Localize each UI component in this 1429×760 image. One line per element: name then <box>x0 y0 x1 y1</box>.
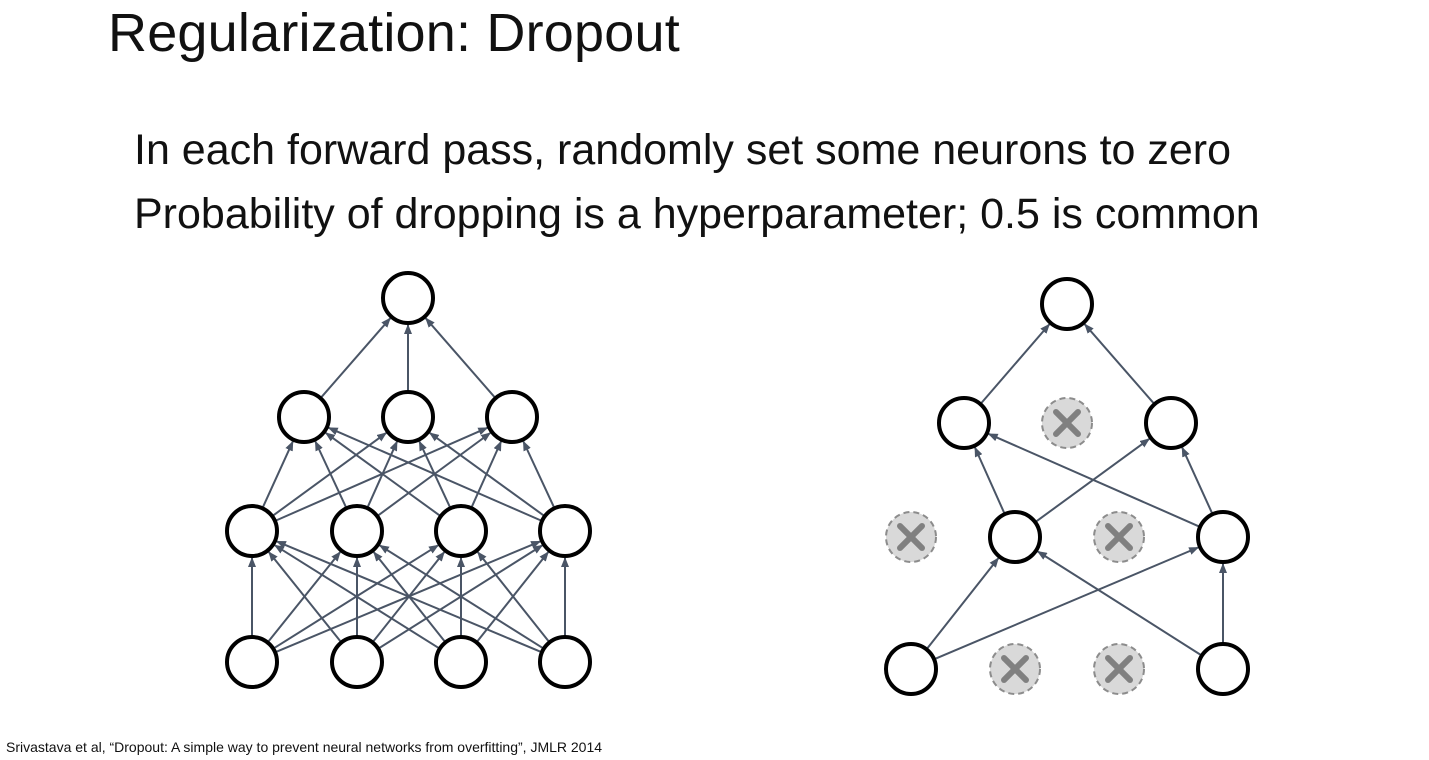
full-network-neuron-l1n2 <box>434 504 488 558</box>
full-network-edge-l1n3-to-l2n1 <box>428 432 546 518</box>
dropout-network-dropped-x-icon-l1n2-1 <box>1105 523 1133 551</box>
dropout-network-edge-l0n3-to-l1n1 <box>1036 550 1203 657</box>
full-network-neuron-l1n3 <box>538 504 592 558</box>
full-network-neuron-l0n2 <box>434 635 488 689</box>
full-network-neuron-l0n0 <box>225 635 279 689</box>
dropout-network-neuron-l2n2 <box>1144 396 1198 450</box>
full-network-edge-l0n3-to-l1n2 <box>477 551 551 644</box>
full-network-edge-l0n2-to-l1n3 <box>475 551 549 644</box>
dropout-network-dropped-x-icon-l1n0-1 <box>897 523 925 551</box>
dropout-network-edge-l1n3-to-l2n0 <box>987 432 1201 528</box>
dropout-network-neuron-l0n0 <box>884 642 938 696</box>
full-network-neuron-l2n0 <box>277 390 331 444</box>
full-network-neuron-l1n1 <box>330 504 384 558</box>
full-network-neuron-l3n0 <box>381 271 435 325</box>
full-network-edge-l0n3-to-l1n0 <box>275 540 543 654</box>
dropout-network-edge-l1n1-to-l2n2 <box>1034 438 1151 524</box>
full-network-edge-l0n2-to-l1n0 <box>274 544 441 650</box>
full-network-edge-l1n1-to-l2n0 <box>314 440 348 509</box>
dropout-network-edge-l0n0-to-l1n3 <box>933 546 1200 661</box>
full-network-neuron-l2n2 <box>485 390 539 444</box>
bullet-forward-pass: In each forward pass, randomly set some … <box>134 126 1232 174</box>
dropout-network-dropped-x-icon-l2n1-1 <box>1053 409 1081 437</box>
dropout-network-edge-l2n2-to-l3n0 <box>1084 323 1156 405</box>
bullet-drop-probability: Probability of dropping is a hyperparame… <box>134 190 1260 238</box>
dropout-network-edge-l1n3-to-l2n2 <box>1181 446 1214 515</box>
dropout-network-dropped-x-icon-l0n2-1 <box>1105 655 1133 683</box>
full-network-edge-l1n0-to-l2n2 <box>274 426 489 522</box>
full-network-neuron-l0n3 <box>538 635 592 689</box>
dropout-network-edge-l1n1-to-l2n0 <box>974 446 1006 515</box>
dropout-network-neuron-l1n3 <box>1196 510 1250 564</box>
dropout-network-edge-l0n0-to-l1n1 <box>925 557 1000 651</box>
full-network-neuron-l2n1 <box>381 390 435 444</box>
citation-footnote: Srivastava et al, “Dropout: A simple way… <box>6 739 603 755</box>
full-network-edge-l0n0-to-l1n1 <box>266 551 341 644</box>
dropout-network-neuron-l3n0 <box>1040 277 1094 331</box>
full-network-edge-l1n2-to-l2n0 <box>324 432 442 518</box>
full-network-edge-l1n3-to-l2n0 <box>327 426 543 522</box>
dropout-network-neuron-l0n3 <box>1196 642 1250 696</box>
full-network-edge-l2n2-to-l3n0 <box>425 317 497 399</box>
full-network-edge-l1n3-to-l2n2 <box>522 440 556 509</box>
dropout-network-dropped-x-icon-l0n1-1 <box>1001 655 1029 683</box>
full-network-edge-l2n0-to-l3n0 <box>319 317 391 399</box>
slide-title: Regularization: Dropout <box>108 3 680 63</box>
full-network-edge-l0n1-to-l1n0 <box>268 551 343 644</box>
dropout-network-edge-l2n0-to-l3n0 <box>979 323 1051 405</box>
dropout-network-neuron-l1n1 <box>988 510 1042 564</box>
full-network-edge-l1n0-to-l2n1 <box>271 432 388 518</box>
bullet-list: In each forward pass, randomly set some … <box>134 118 1260 246</box>
full-network-edge-l1n0-to-l2n0 <box>261 440 294 509</box>
dropout-network-neuron-l2n0 <box>937 396 991 450</box>
dropout-network-diagram <box>884 277 1250 696</box>
full-network-neuron-l1n0 <box>225 504 279 558</box>
full-network-diagram <box>225 271 592 689</box>
full-network-edge-l0n3-to-l1n1 <box>378 544 545 650</box>
full-network-neuron-l0n1 <box>330 635 384 689</box>
